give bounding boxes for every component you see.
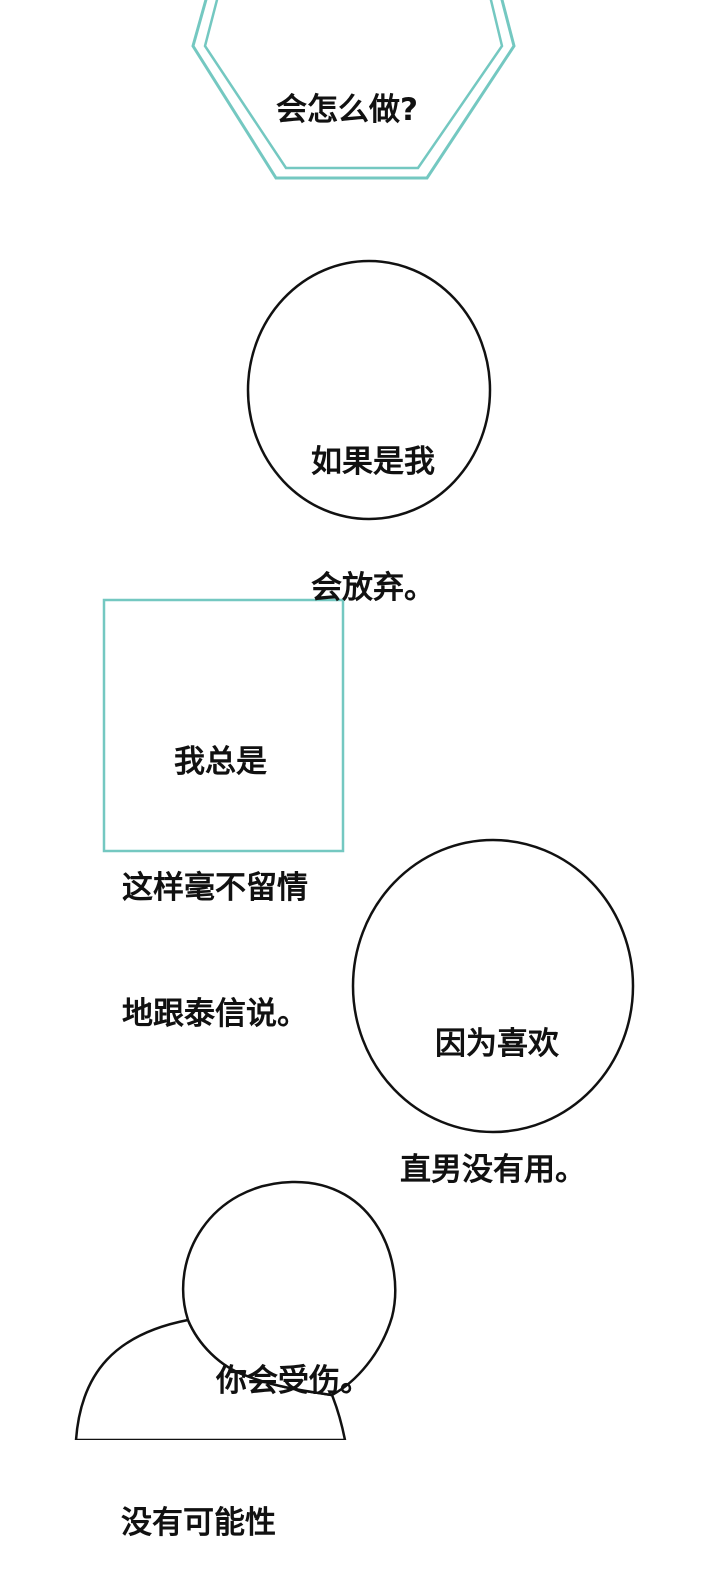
hexagon-caption-text: 会怎么做? bbox=[276, 5, 418, 173]
speech-bubble-2-text: 因为喜欢 直男没有用。 bbox=[400, 939, 586, 1233]
speech-bubble-1-text: 如果是我 会放弃。 bbox=[311, 357, 435, 651]
speech-bubble-2-line-1: 因为喜欢 bbox=[435, 1026, 559, 1062]
speech-bubble-3-line-1: 你会受伤。 bbox=[216, 1363, 371, 1399]
speech-bubble-3 bbox=[181, 1180, 397, 1397]
speech-bubble-2 bbox=[351, 838, 635, 1134]
speech-bubble-1-line-2: 会放弃。 bbox=[311, 570, 435, 606]
speech-bubble-1-line-1: 如果是我 bbox=[311, 444, 435, 480]
speech-bubble-4-text: 没有可能性 bbox=[121, 1418, 276, 1586]
speech-bubble-4-line-1: 没有可能性 bbox=[121, 1505, 276, 1541]
speech-bubble-2-line-2: 直男没有用。 bbox=[400, 1152, 586, 1188]
rectangle-caption-text: 我总是 这样毫不留情 地跟泰信说。 bbox=[122, 657, 308, 1077]
speech-bubble-1 bbox=[246, 259, 492, 521]
rectangle-caption-line-3: 地跟泰信说。 bbox=[122, 996, 308, 1032]
rectangle-caption-line-1: 我总是 bbox=[174, 744, 267, 780]
hexagon-caption-frame bbox=[191, 0, 516, 180]
rectangle-caption-frame bbox=[102, 598, 345, 853]
hexagon-caption-line-1: 会怎么做? bbox=[276, 92, 418, 128]
comic-art-layer bbox=[74, 0, 635, 1440]
speech-bubble-3-text: 你会受伤。 bbox=[216, 1276, 371, 1444]
rectangle-caption-line-2: 这样毫不留情 bbox=[122, 870, 308, 906]
